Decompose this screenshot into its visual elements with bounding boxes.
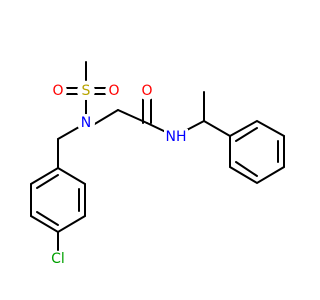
atom-nh-amide: NH <box>164 129 188 145</box>
atom-label-o-sulfonyl-left: O <box>52 83 63 99</box>
phenyl-inner-bond-3 <box>235 161 258 177</box>
atom-label-n-sulfonamide: N <box>81 115 91 131</box>
bond-n-ch2-benzyl <box>57 126 80 140</box>
atom-n-sulfonamide: N <box>77 114 95 132</box>
bond-layer <box>30 61 285 251</box>
atom-label-s: S <box>82 83 91 99</box>
atom-o-sulfonyl-left: O <box>49 82 67 100</box>
bond-ch-phenyl <box>203 120 231 137</box>
phenyl-inner-bond-1 <box>235 127 258 142</box>
atom-o-carbonyl: O <box>138 82 156 100</box>
atom-label-o-carbonyl: O <box>141 83 152 99</box>
chlorophenyl-inner-bond-2 <box>36 211 59 226</box>
atom-o-sulfonyl-right: O <box>105 82 123 100</box>
atom-label-o-sulfonyl-right: O <box>108 83 119 99</box>
molecule-structure-diagram: S O O N O NH Cl <box>30 61 285 267</box>
bond-n-ch2 <box>92 109 119 126</box>
phenyl-ring <box>229 119 285 185</box>
chlorophenyl-ring <box>30 166 86 234</box>
atom-label-layer: S O O N O NH Cl <box>45 82 188 267</box>
atom-label-nh-amide: NH <box>166 129 187 145</box>
atom-s: S <box>77 82 95 100</box>
chlorophenyl-inner-bond-3 <box>36 174 59 189</box>
atom-cl: Cl <box>45 251 71 267</box>
atom-label-cl: Cl <box>51 251 65 267</box>
